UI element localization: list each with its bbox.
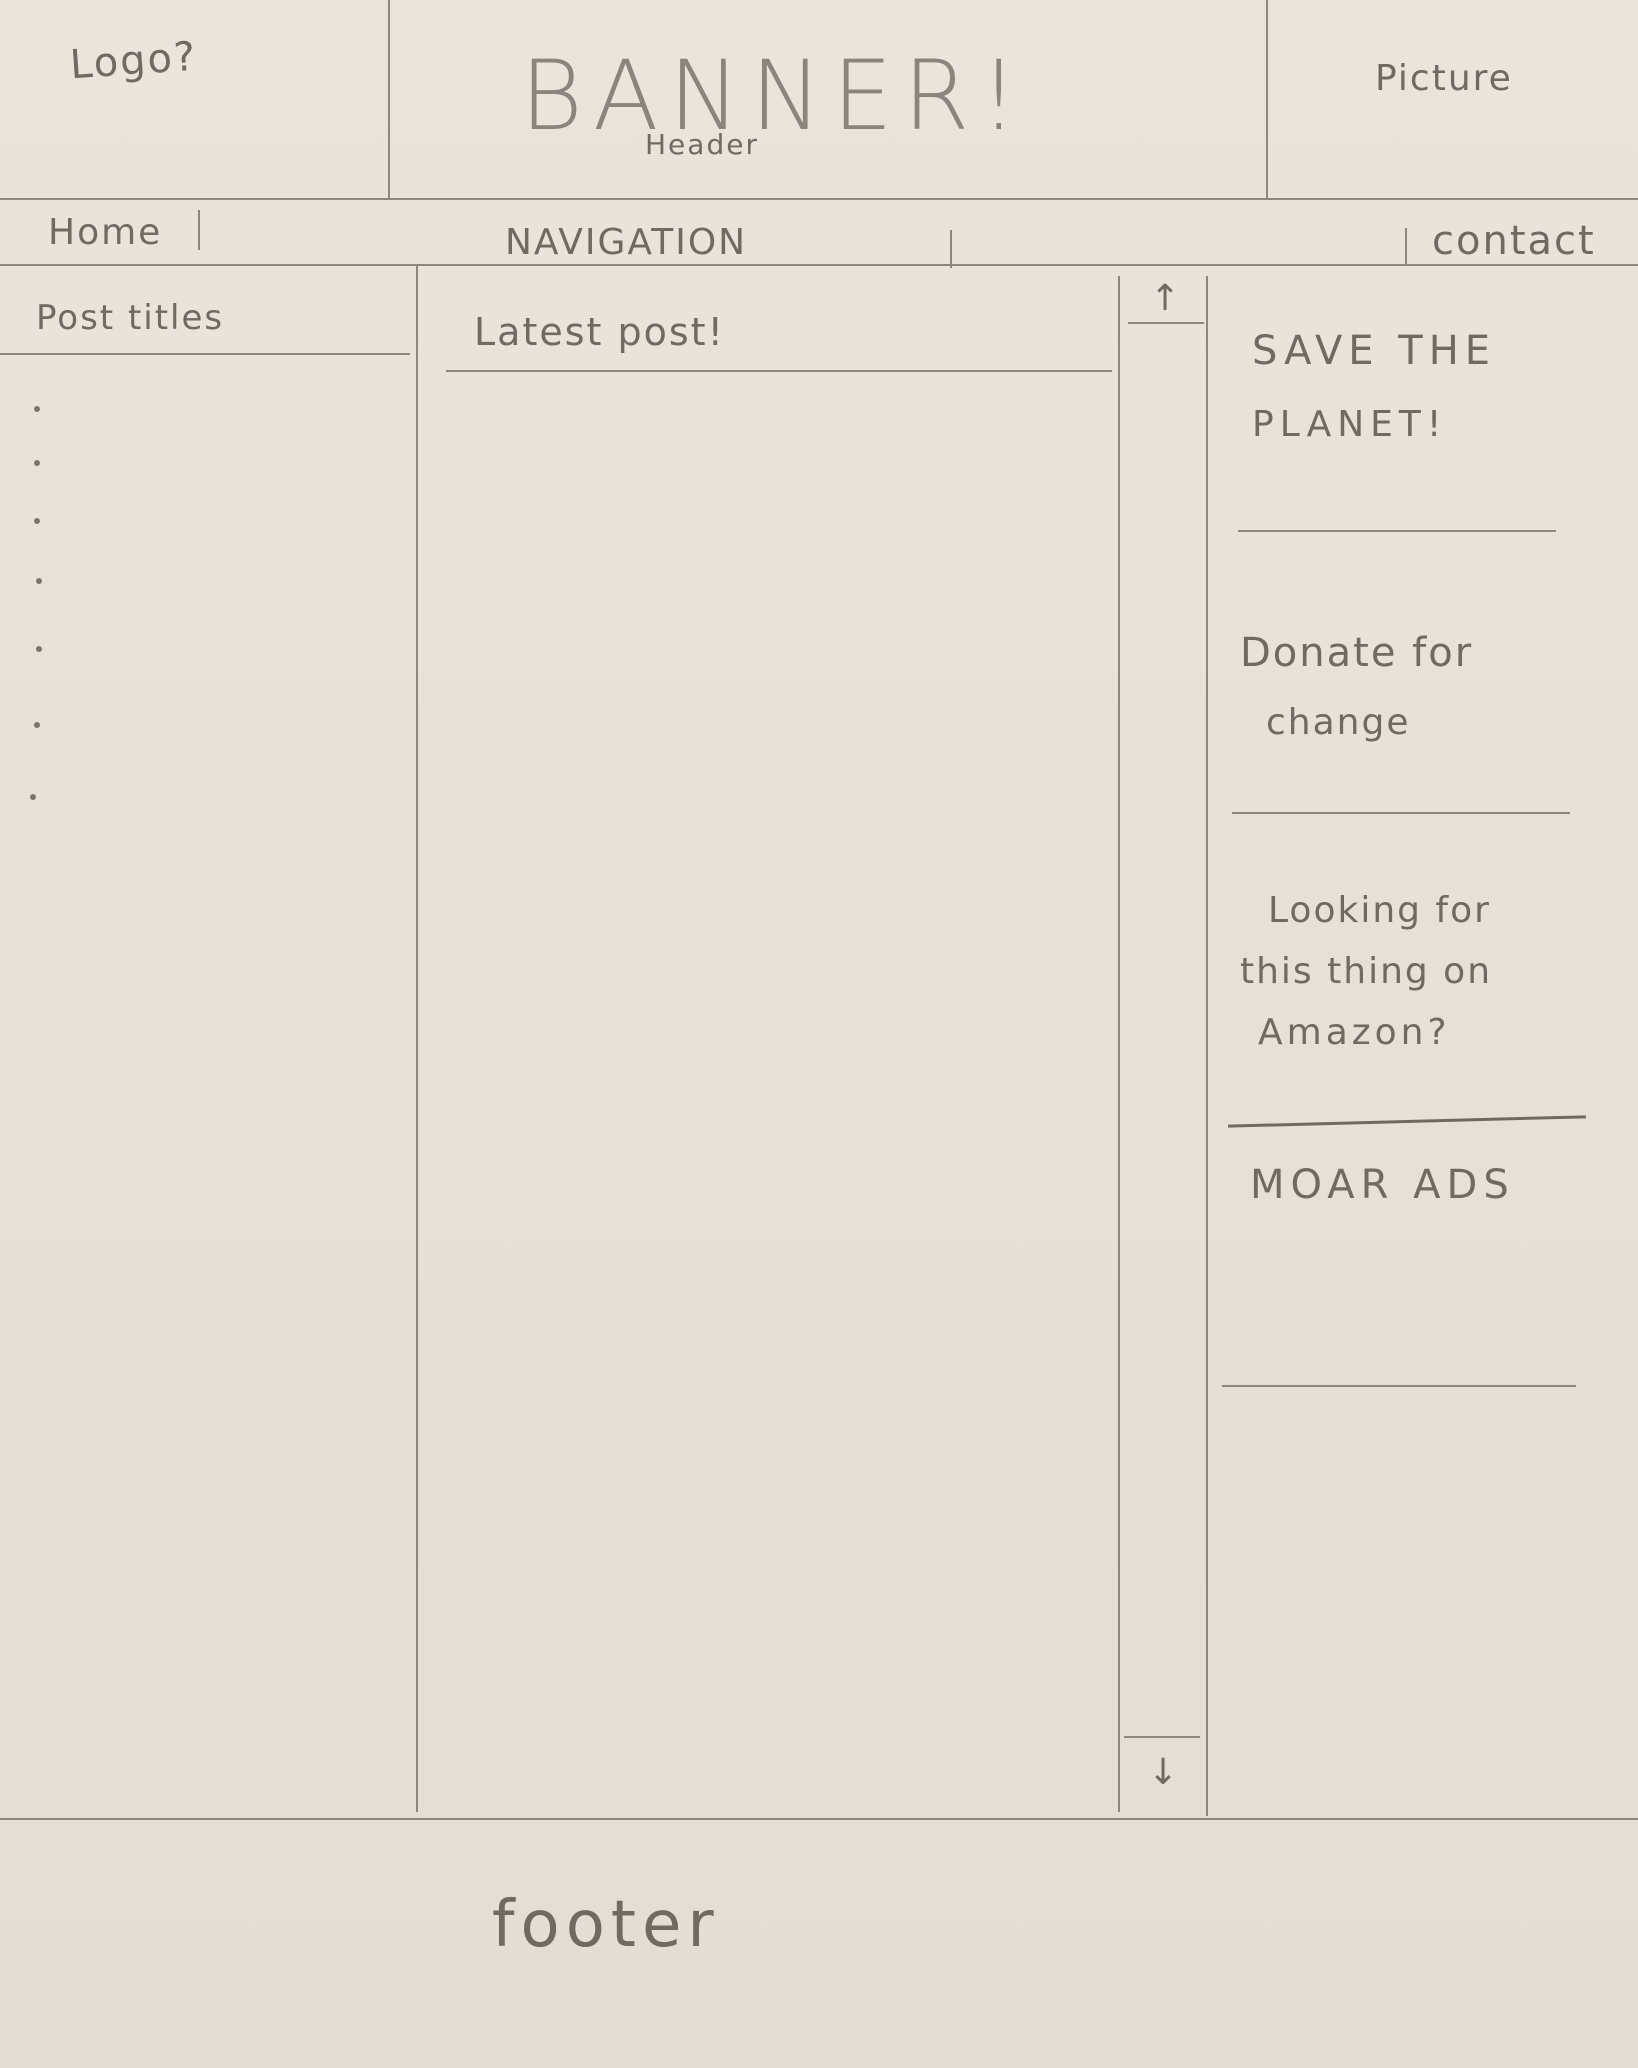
- post-title-item[interactable]: [36, 646, 42, 652]
- post-title-item[interactable]: [34, 518, 40, 524]
- scroll-up-arrow-icon[interactable]: ↑: [1150, 278, 1181, 319]
- ad-line: this thing on: [1240, 951, 1493, 992]
- sidebar-title: Post titles: [36, 298, 225, 338]
- scroll-down-divider: [1124, 1736, 1200, 1738]
- post-title-item[interactable]: [34, 722, 40, 728]
- sidebar-title-underline: [0, 353, 410, 355]
- scroll-up-divider: [1128, 322, 1204, 324]
- post-title-item[interactable]: [30, 794, 36, 800]
- ad-divider: [1222, 1385, 1576, 1387]
- scrollbar-left-edge: [1118, 276, 1120, 1812]
- latest-post-underline: [446, 370, 1112, 372]
- ad-line: Looking for: [1268, 890, 1491, 931]
- header-bottom-line: [0, 198, 1638, 200]
- ad-line: MOAR ADS: [1250, 1162, 1515, 1208]
- nav-divider: [1405, 228, 1407, 266]
- scroll-down-arrow-icon[interactable]: ↓: [1148, 1752, 1179, 1793]
- banner-subtitle: Header: [645, 128, 759, 161]
- sidebar-right-border: [416, 264, 418, 1812]
- nav-contact-link[interactable]: contact: [1432, 218, 1596, 264]
- header-divider-left: [388, 0, 390, 200]
- logo-placeholder[interactable]: Logo?: [68, 33, 199, 89]
- picture-placeholder: Picture: [1375, 58, 1513, 99]
- nav-divider: [198, 210, 200, 250]
- nav-divider: [950, 230, 952, 268]
- header-divider-right: [1266, 0, 1268, 200]
- post-title-item[interactable]: [34, 406, 40, 412]
- nav-bottom-line: [0, 264, 1638, 266]
- nav-home-link[interactable]: Home: [48, 212, 163, 253]
- nav-navigation-label: NAVIGATION: [505, 222, 748, 263]
- ad-amazon[interactable]: Looking for this thing on Amazon?: [1240, 890, 1492, 1053]
- footer-text: footer: [492, 1888, 720, 1962]
- banner-title: BANNER!: [520, 40, 1028, 152]
- post-title-item[interactable]: [36, 578, 42, 584]
- ad-divider: [1232, 812, 1570, 814]
- ad-line: SAVE THE: [1252, 328, 1497, 374]
- footer-top-line: [0, 1818, 1638, 1820]
- ad-line: change: [1266, 702, 1411, 743]
- latest-post-title[interactable]: Latest post!: [474, 310, 725, 354]
- ad-moar-ads[interactable]: MOAR ADS: [1250, 1162, 1515, 1208]
- ad-line: Donate for: [1240, 630, 1474, 676]
- ad-line: Amazon?: [1258, 1012, 1451, 1053]
- ad-divider: [1228, 1115, 1586, 1128]
- ad-save-the-planet[interactable]: SAVE THE PLANET!: [1252, 328, 1496, 445]
- post-title-item[interactable]: [34, 460, 40, 466]
- ad-divider: [1238, 530, 1556, 532]
- ad-line: PLANET!: [1252, 404, 1448, 445]
- ad-donate-for-change[interactable]: Donate for change: [1240, 630, 1473, 743]
- scrollbar-right-edge: [1206, 276, 1208, 1816]
